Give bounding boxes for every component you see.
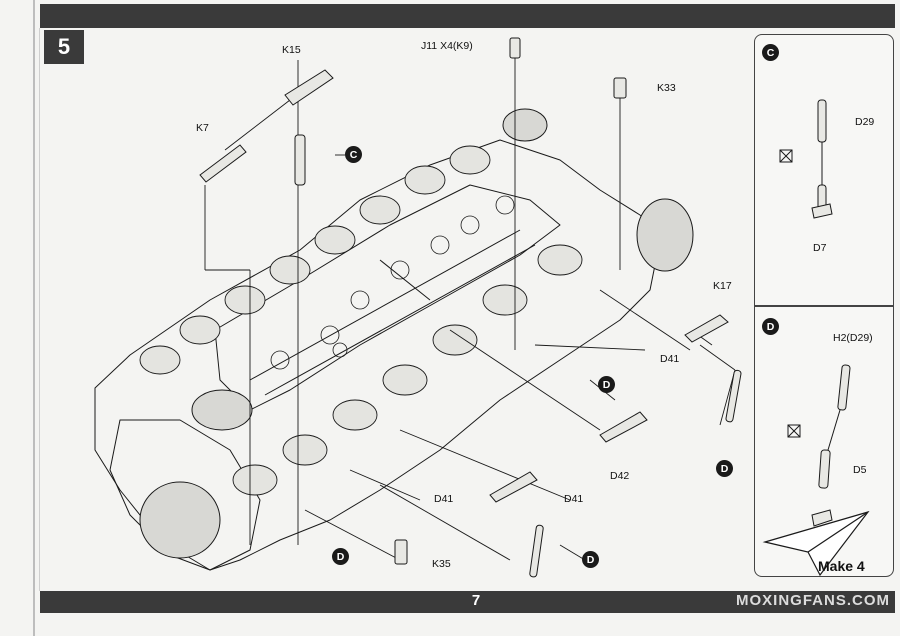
subassembly-d-part-top: H2(D29): [833, 332, 873, 344]
label-k17: K17: [713, 280, 732, 292]
glue-x-icon: [779, 149, 793, 163]
subassembly-c-marker: C: [762, 44, 779, 61]
left-cylinder-bank: [139, 145, 491, 375]
gear-discs: [139, 108, 694, 559]
label-k7: K7: [196, 122, 209, 134]
panel-divider: [754, 305, 894, 307]
subassembly-d-part-bottom: D5: [853, 464, 867, 476]
step-number-box: 5: [44, 30, 84, 64]
subassembly-c-part-top: D29: [855, 116, 875, 128]
label-d41-b: D41: [434, 493, 454, 505]
label-d41-a: D41: [660, 353, 680, 365]
paper-plane-icon: [762, 510, 870, 577]
engine-crankcase: [109, 419, 261, 571]
label-d42: D42: [610, 470, 630, 482]
make-quantity-label: Make 4: [818, 558, 865, 574]
page-number: 7: [471, 592, 481, 609]
subassembly-c-drawing: [811, 99, 833, 219]
callout-d-3: D: [332, 548, 349, 565]
loose-parts: [199, 37, 742, 578]
label-j11: J11 X4(K9): [421, 40, 473, 52]
glue-x-icon: [787, 424, 801, 438]
callout-d-1: D: [598, 376, 615, 393]
callout-d-2: D: [716, 460, 733, 477]
top-plate-rings: [270, 195, 515, 370]
subassembly-d-drawing: [811, 364, 851, 527]
top-header-bar: [40, 4, 895, 28]
watermark-text: MOXINGFANS.COM: [735, 592, 890, 609]
bottom-footer-bar: [40, 591, 895, 613]
subassembly-d-marker: D: [762, 318, 779, 335]
label-k33: K33: [657, 82, 676, 94]
page-inner-edge: [39, 28, 40, 591]
callout-d-4: D: [582, 551, 599, 568]
label-d41-c: D41: [564, 493, 584, 505]
label-k15: K15: [282, 44, 301, 56]
page-binding-edge: [33, 0, 35, 636]
subassembly-c-part-bottom: D7: [813, 242, 827, 254]
callout-c-main: C: [345, 146, 362, 163]
label-k35: K35: [432, 558, 451, 570]
right-cylinder-bank: [232, 244, 583, 496]
